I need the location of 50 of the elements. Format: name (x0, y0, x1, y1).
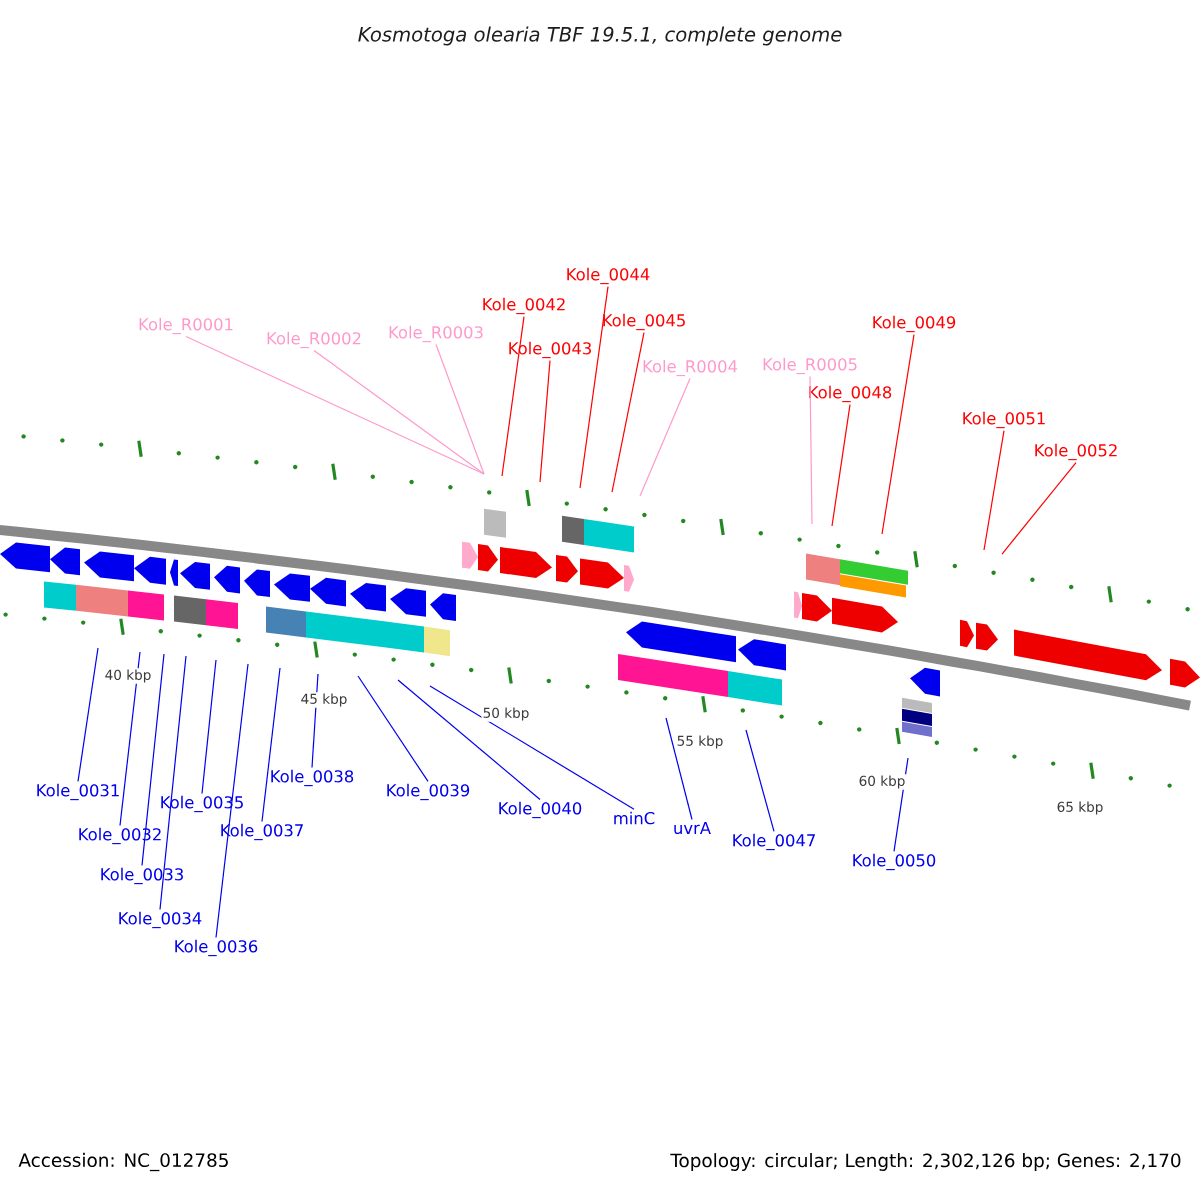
gene-label: Kole_0034 (119, 911, 202, 929)
gene-label: Kole_0052 (1035, 443, 1117, 461)
leader-line (313, 349, 485, 475)
leader-line (809, 375, 813, 525)
gene-label: uvrA (674, 821, 711, 835)
gene-label: Kole_0031 (37, 783, 119, 801)
gene-label: Kole_0044 (567, 267, 650, 285)
gene-label: minC (614, 811, 655, 825)
leader-line (429, 685, 635, 810)
leader-line (435, 343, 485, 475)
gene-label: Kole_0039 (387, 783, 470, 801)
leader-line (639, 377, 691, 497)
leader-line (77, 647, 99, 783)
gene-label: Kole_0042 (483, 297, 565, 315)
gene-label: Kole_R0003 (389, 325, 483, 343)
gene-label: Kole_0049 (873, 315, 956, 333)
gene-label: Kole_R0005 (763, 357, 857, 375)
leader-line (539, 359, 551, 483)
leader-line (745, 729, 775, 833)
leader-line (201, 659, 217, 795)
leader-line (831, 403, 851, 527)
leader-line (159, 655, 187, 911)
gene-label: Kole_R0002 (267, 331, 361, 349)
leader-line (261, 667, 281, 823)
footer-text: Accession: NC_012785 (18, 1152, 228, 1172)
leader-line (141, 653, 165, 867)
leader-line (665, 717, 693, 821)
leader-line (881, 333, 915, 535)
gene-label: Kole_R0004 (643, 359, 738, 377)
gene-label: Kole_0040 (499, 801, 582, 819)
gene-label: Kole_0038 (271, 769, 354, 787)
footer-text: Topology: circular; Length: 2,302,126 bp; Genes: 2,170 (670, 1153, 1181, 1171)
gene-label: Kole_0045 (603, 313, 685, 331)
title: Kosmotoga olearia TBF 19.5.1, complete genome (358, 26, 842, 46)
leader-line (983, 429, 1005, 551)
leader-line (501, 315, 525, 477)
gene-label: Kole_0050 (853, 853, 936, 871)
gene-label: Kole_0036 (175, 939, 258, 957)
leader-line (357, 675, 429, 783)
leader-line (579, 285, 609, 489)
leader-line (611, 331, 645, 493)
gene-label: Kole_0051 (963, 411, 1045, 429)
gene-label: Kole_0048 (809, 385, 892, 403)
leader-line (1001, 461, 1077, 555)
leader-line (397, 679, 541, 801)
leader-line (185, 335, 485, 475)
gene-label: Kole_R0001 (139, 317, 233, 335)
leader-line (215, 663, 249, 939)
leader-line (119, 651, 141, 827)
gene-label: Kole_0047 (733, 833, 815, 851)
